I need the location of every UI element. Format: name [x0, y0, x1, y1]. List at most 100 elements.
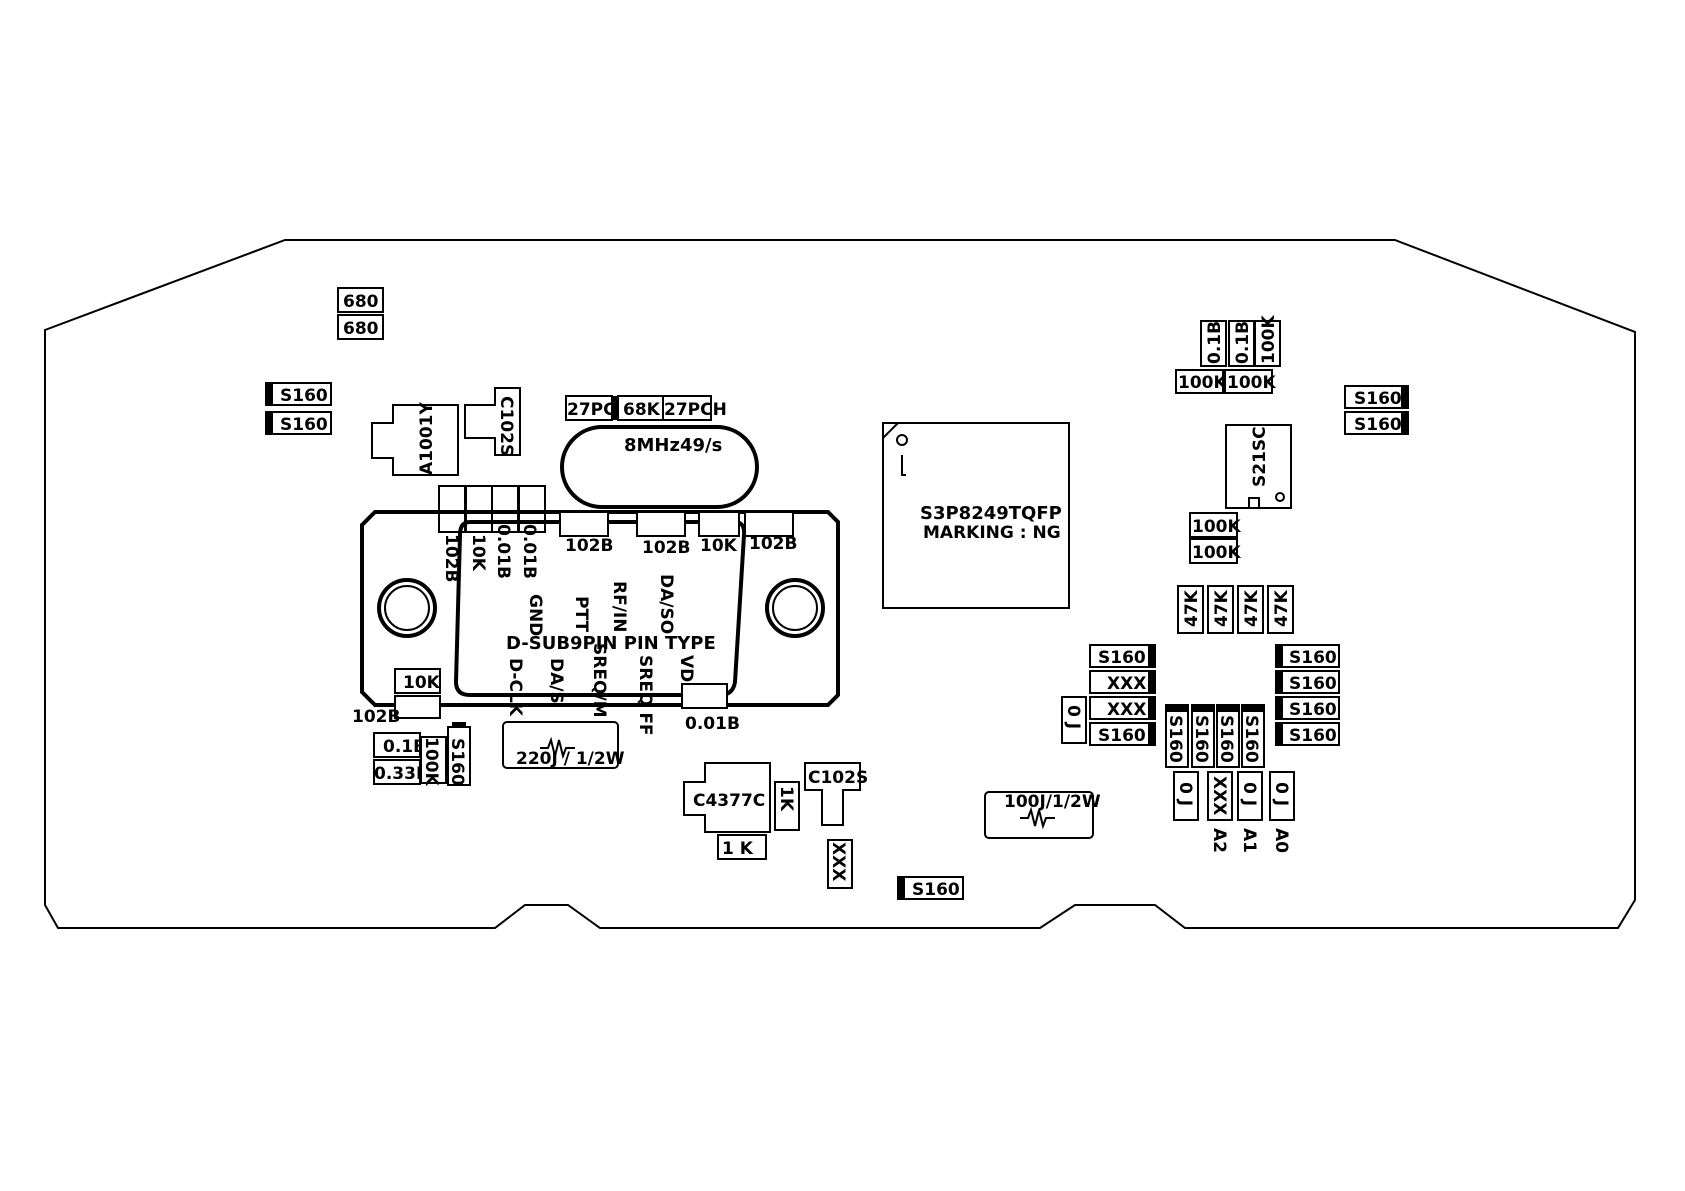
cap-001b-vertical-label: 0.01B	[493, 524, 513, 579]
cap-102b-h3	[744, 511, 794, 537]
pin-label-rf-in: RF/IN	[609, 581, 629, 632]
diode-s160-bottom-label: S160	[912, 880, 960, 900]
jumper-xxx-lower	[827, 839, 853, 889]
resistor-680-top-label: 680	[343, 292, 379, 312]
cap-divider-1	[612, 396, 618, 420]
resistor-68k	[617, 395, 664, 421]
cap-102b-lower	[394, 695, 441, 719]
diode-s160-r1-band	[1276, 645, 1283, 667]
dsub-mount-hole-left-inner	[384, 585, 430, 631]
resistor-0j-a0-label: 0 J	[1271, 782, 1291, 806]
diode-s160-left-b-band	[266, 412, 273, 434]
jumper-xxx-a2	[1207, 771, 1233, 821]
pin-label-sreq-ff: SREQ FF	[635, 655, 655, 736]
transistor-c102s-lower	[804, 762, 861, 826]
ic-s3p8249-name: S3P8249TQFP	[920, 503, 1062, 524]
resistor-100k-mr2	[1189, 538, 1238, 564]
dsub-mount-hole-right	[765, 578, 825, 638]
crystal-oscillator	[560, 425, 759, 509]
resistor-100k-mr1-label: 100K	[1192, 517, 1241, 537]
diode-s160-left-a-label: S160	[280, 386, 328, 406]
pin-label-d-clk: D-CLK	[505, 658, 525, 717]
diode-s160-r2-label: S160	[1289, 674, 1337, 694]
ic-pin1-line	[901, 455, 906, 476]
transistor-s21sc-label: S21SC	[1250, 426, 1270, 487]
cap-001b-vertical-2-label: 0.01B	[519, 524, 539, 579]
resistor-1k-v	[774, 781, 800, 831]
cap-102b-h1	[559, 511, 609, 537]
resistor-0j-a1-label: 0 J	[1239, 782, 1259, 806]
diode-s160-r1-label: S160	[1289, 648, 1337, 668]
ic-s3p8249-body	[882, 422, 1070, 609]
resistor-100j-symbol	[1020, 806, 1055, 830]
resistor-100k-tr-h2	[1224, 369, 1273, 394]
diode-s160-r4-label: S160	[1289, 726, 1337, 746]
diode-s160-r2-band	[1276, 671, 1283, 693]
diode-s160-r3-band	[1276, 697, 1283, 719]
pin-label-da-so: DA/SO	[656, 574, 676, 634]
dsub-connector-outline	[360, 510, 840, 707]
resistor-680-bottom-label: 680	[343, 319, 379, 339]
jumper-xxx-mid-a-label: XXX	[1107, 674, 1146, 694]
resistor-0j-a-label: 0 J	[1175, 782, 1195, 806]
diode-s160-mid-a-label: S160	[1098, 648, 1146, 668]
address-label-a0: A0	[1271, 828, 1291, 853]
resistor-10k-lower-label: 10K	[403, 673, 441, 693]
resistor-100j	[984, 791, 1094, 839]
resistor-680-bottom	[337, 314, 384, 340]
dsub-mount-hole-right-inner	[772, 585, 818, 631]
transistor-c102s-top	[464, 387, 521, 456]
diode-s160-lower-v-band	[452, 722, 466, 726]
diode-s160-tr1-label: S160	[1354, 389, 1402, 409]
resistor-1k-h	[717, 834, 767, 860]
resistor-680-top	[337, 287, 384, 313]
resistor-100j-label: 100J/1/2W	[1004, 792, 1101, 812]
diode-s160-r4-band	[1276, 723, 1283, 745]
resistor-0j-a1	[1237, 771, 1263, 821]
resistor-100k-tr-v-label: 100K	[1259, 315, 1279, 364]
dsub-mount-hole-left	[377, 578, 437, 638]
resistor-100k-tr-h2-label: 100K	[1227, 373, 1276, 393]
cap-033b-label: 0.33B	[374, 764, 429, 784]
address-label-a1: A1	[1239, 828, 1259, 853]
resistor-1k-v-label: 1K	[776, 786, 796, 812]
transistor-c102s-lower-label: C102S	[808, 768, 868, 788]
transistor-c4377c-label: C4377C	[693, 791, 765, 811]
jumper-xxx-lower-label: XXX	[828, 842, 848, 881]
diode-s160-bottom-band	[898, 877, 905, 899]
resistor-10k-h	[698, 511, 740, 537]
ic-s3p8249-chamfer	[882, 422, 899, 439]
capacitor-27pch-right	[662, 395, 712, 421]
cap-102b-vertical-label: 102B	[441, 534, 461, 582]
diode-s160-tr2-label: S160	[1354, 415, 1402, 435]
resistor-1k-h-label: 1 K	[722, 839, 754, 859]
diode-s160-lower-v-label: S160	[447, 738, 467, 786]
diode-s160-v3-band	[1217, 705, 1239, 712]
resistor-220j-symbol	[540, 736, 575, 760]
resistor-100k-lower	[420, 736, 447, 784]
resistor-220j	[502, 721, 619, 769]
cap-001b-lower-label: 0.01B	[685, 714, 740, 734]
cap-102b-h2-label: 102B	[642, 538, 690, 558]
resistor-68k-label: 68K	[623, 400, 661, 420]
diode-s160-v2-band	[1192, 705, 1214, 712]
resistor-100k-tr-h1-label: 100K	[1178, 373, 1227, 393]
cap-102b-lower-label: 102B	[352, 707, 400, 727]
diode-s160-v2-label: S160	[1191, 715, 1211, 763]
jumper-xxx-a2-label: XXX	[1209, 776, 1229, 815]
resistor-10k-lower	[394, 668, 441, 694]
transistor-a1001y-label: A1001Y	[417, 402, 437, 475]
ic-s3p8249-marking: MARKING : NG	[923, 523, 1061, 543]
transistor-c102s-top-label: C102S	[496, 396, 516, 456]
diode-s160-v4-band	[1242, 705, 1264, 712]
cap-01b-lower	[373, 732, 421, 758]
resistor-100k-lower-label: 100K	[421, 737, 441, 786]
cap-01b-tr1	[1200, 320, 1227, 367]
diode-s160-left-a-band	[266, 383, 273, 405]
dsub-label: D-SUB	[506, 633, 570, 654]
diode-s160-lower-v	[447, 726, 471, 786]
resistor-0j-a	[1173, 771, 1199, 821]
address-label-a2: A2	[1209, 828, 1229, 853]
transistor-s21sc-tab	[1248, 497, 1260, 508]
